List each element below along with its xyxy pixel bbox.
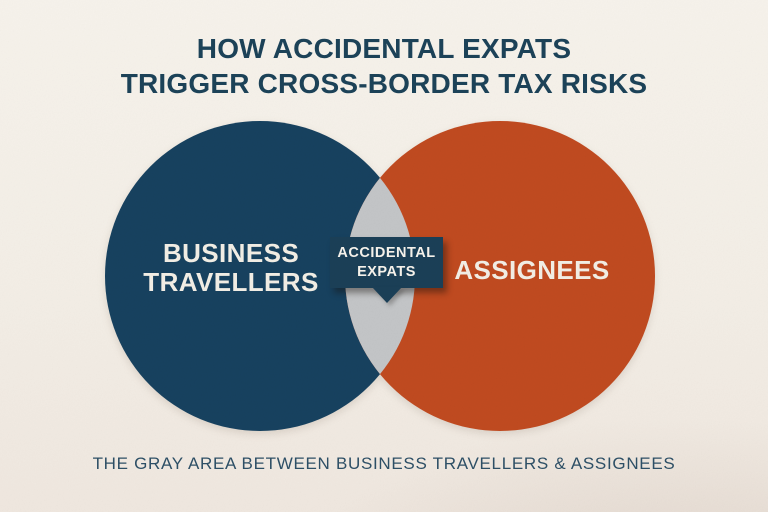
overlap-badge-line-1: ACCIDENTAL [337,245,436,261]
overlap-badge-line-2: EXPATS [357,264,416,280]
left-circle-label-line-1: BUSINESS [162,238,300,268]
title-line-2: TRIGGER CROSS-BORDER TAX RISKS [120,68,648,99]
right-circle-label: ASSIGNEES [454,255,610,285]
overlap-badge: ACCIDENTAL EXPATS [330,237,443,303]
page-title: HOW ACCIDENTAL EXPATS TRIGGER CROSS-BORD… [0,31,768,101]
left-circle-label-line-2: TRAVELLERS [143,267,319,297]
badge-pointer-arrow [371,287,402,303]
title-line-1: HOW ACCIDENTAL EXPATS [196,33,572,64]
left-circle-label: BUSINESS TRAVELLERS [127,239,335,297]
caption: THE GRAY AREA BETWEEN BUSINESS TRAVELLER… [92,454,676,473]
